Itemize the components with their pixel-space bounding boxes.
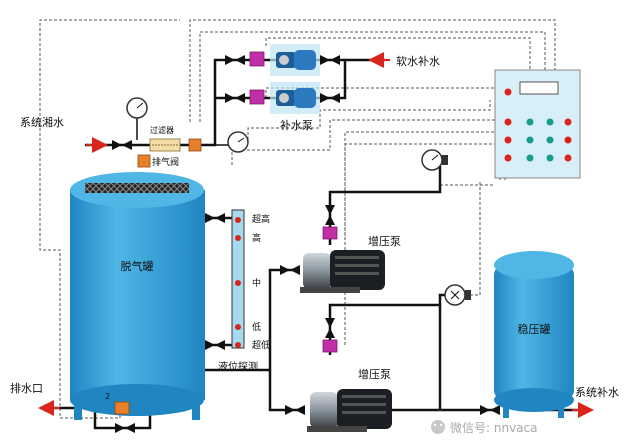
- pump2-discharge-valve: [325, 318, 335, 338]
- watermark-text: 微信号: nnvaca: [450, 421, 537, 435]
- flow-arrows: [38, 52, 594, 418]
- makeup-valve-1a: [225, 55, 245, 65]
- label-low: 低: [252, 321, 261, 333]
- filter-label: 过滤器: [150, 125, 174, 135]
- system-makeup-label: 系统补水: [575, 386, 619, 399]
- level-point-middle: [235, 280, 241, 286]
- pump1-suction-valve: [280, 265, 300, 275]
- level-point-high: [235, 235, 241, 241]
- booster-pump-2: [307, 389, 392, 432]
- makeup-pump-label: 补水泵: [280, 119, 313, 132]
- watermark: 微信号: nnvaca: [431, 420, 537, 435]
- wechat-icon: [431, 420, 445, 434]
- vent-valve-label: 排气阀: [152, 156, 179, 168]
- label-middle: 中: [252, 277, 261, 289]
- level-probe: 超高 高 中 低 超低 液位探测: [218, 209, 270, 373]
- booster-pump-2-label: 增压泵: [358, 367, 391, 381]
- drain-valve: [114, 401, 130, 415]
- drain-valve-tag: 2: [105, 392, 110, 401]
- mesh-separator: [85, 183, 189, 193]
- system-return-label: 系统湘水: [20, 115, 64, 129]
- stabilizer-valve: [480, 405, 500, 415]
- panel-display: [519, 81, 559, 95]
- gauge-pump2-discharge: [444, 284, 471, 306]
- tank-label: 脱气罐: [121, 259, 154, 273]
- pressure-stabilizer-tank: 稳压罐: [494, 251, 574, 418]
- level-point-ultra-low: [235, 342, 241, 348]
- makeup-pump-2: [276, 88, 316, 108]
- pressure-gauges: [126, 97, 471, 306]
- valves: [112, 55, 500, 433]
- orange-valves: [114, 138, 202, 415]
- makeup-pumps: 补水泵: [270, 44, 320, 132]
- level-point-ultra-high: [235, 217, 241, 223]
- inlet-valve: [112, 140, 132, 150]
- filter-outlet-valve: [188, 138, 202, 152]
- gauge-inlet: [126, 97, 148, 140]
- makeup-valve-2a: [225, 93, 245, 103]
- level-probe-label: 液位探测: [218, 360, 258, 373]
- deaeration-tank: 脱气罐: [70, 172, 205, 420]
- gauge-filter-outlet: [210, 131, 249, 153]
- label-ultra-low: 超低: [252, 339, 270, 351]
- booster-pump-1-label: 增压泵: [368, 234, 401, 248]
- booster-pump-1: [300, 250, 385, 293]
- check-valves: [249, 51, 338, 353]
- pump2-suction-valve: [285, 405, 305, 415]
- panel-indicator: [504, 88, 512, 96]
- makeup-valve-2b: [320, 93, 340, 103]
- pump1-discharge-valve: [325, 205, 335, 225]
- makeup-pump-1: [276, 50, 316, 70]
- label-high: 高: [252, 232, 261, 244]
- probe-valve-top: [205, 213, 225, 223]
- stabilizer-tank-label: 稳压罐: [518, 322, 551, 336]
- drain-bypass-valve: [115, 423, 135, 433]
- probe-valve-bottom: [205, 340, 225, 350]
- soft-water-label: 软水补水: [396, 54, 440, 68]
- control-panel: [494, 69, 581, 179]
- makeup-valve-1b: [320, 55, 340, 65]
- filter: 过滤器: [149, 125, 181, 152]
- gauge-pump-discharge: [421, 149, 448, 171]
- drain-outlet-label: 排水口: [10, 381, 43, 395]
- level-point-low: [235, 324, 241, 330]
- label-ultra-high: 超高: [252, 213, 270, 225]
- vent-valve-body: [137, 154, 151, 168]
